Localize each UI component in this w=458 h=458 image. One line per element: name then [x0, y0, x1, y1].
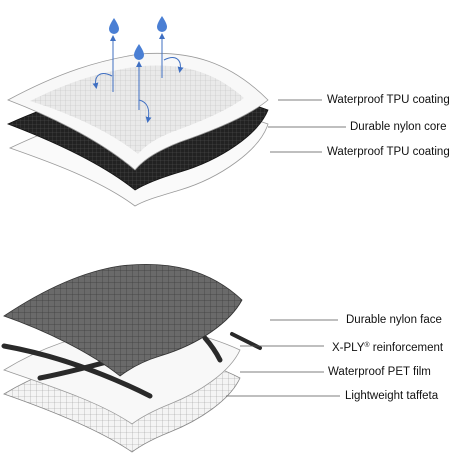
label-durable-nylon-core: Durable nylon core [350, 121, 447, 133]
xply-rod [202, 335, 223, 363]
water-drop-icon [134, 44, 144, 60]
label-waterproof-tpu-top: Waterproof TPU coating [327, 94, 450, 106]
label-waterproof-tpu-bottom: Waterproof TPU coating [327, 146, 450, 158]
water-drop-icon [109, 18, 119, 34]
curved-arrow-icon [138, 99, 152, 123]
xply-name: X-PLY [332, 342, 365, 354]
nylon-face-layer [3, 263, 243, 377]
xply-rod [230, 332, 262, 350]
label-xply-reinforcement: X-PLY® reinforcement [332, 339, 443, 355]
label-waterproof-pet-film: Waterproof PET film [328, 366, 431, 378]
label-lightweight-taffeta: Lightweight taffeta [345, 390, 439, 402]
label-durable-nylon-face: Durable nylon face [346, 314, 442, 326]
tpu-grid-area [30, 65, 244, 154]
registered-mark: ® [364, 342, 370, 349]
curved-arrow-icon [163, 57, 184, 73]
xply-rest: reinforcement [369, 342, 444, 354]
water-drop-icon [157, 16, 167, 32]
curved-arrow-icon [92, 73, 113, 89]
